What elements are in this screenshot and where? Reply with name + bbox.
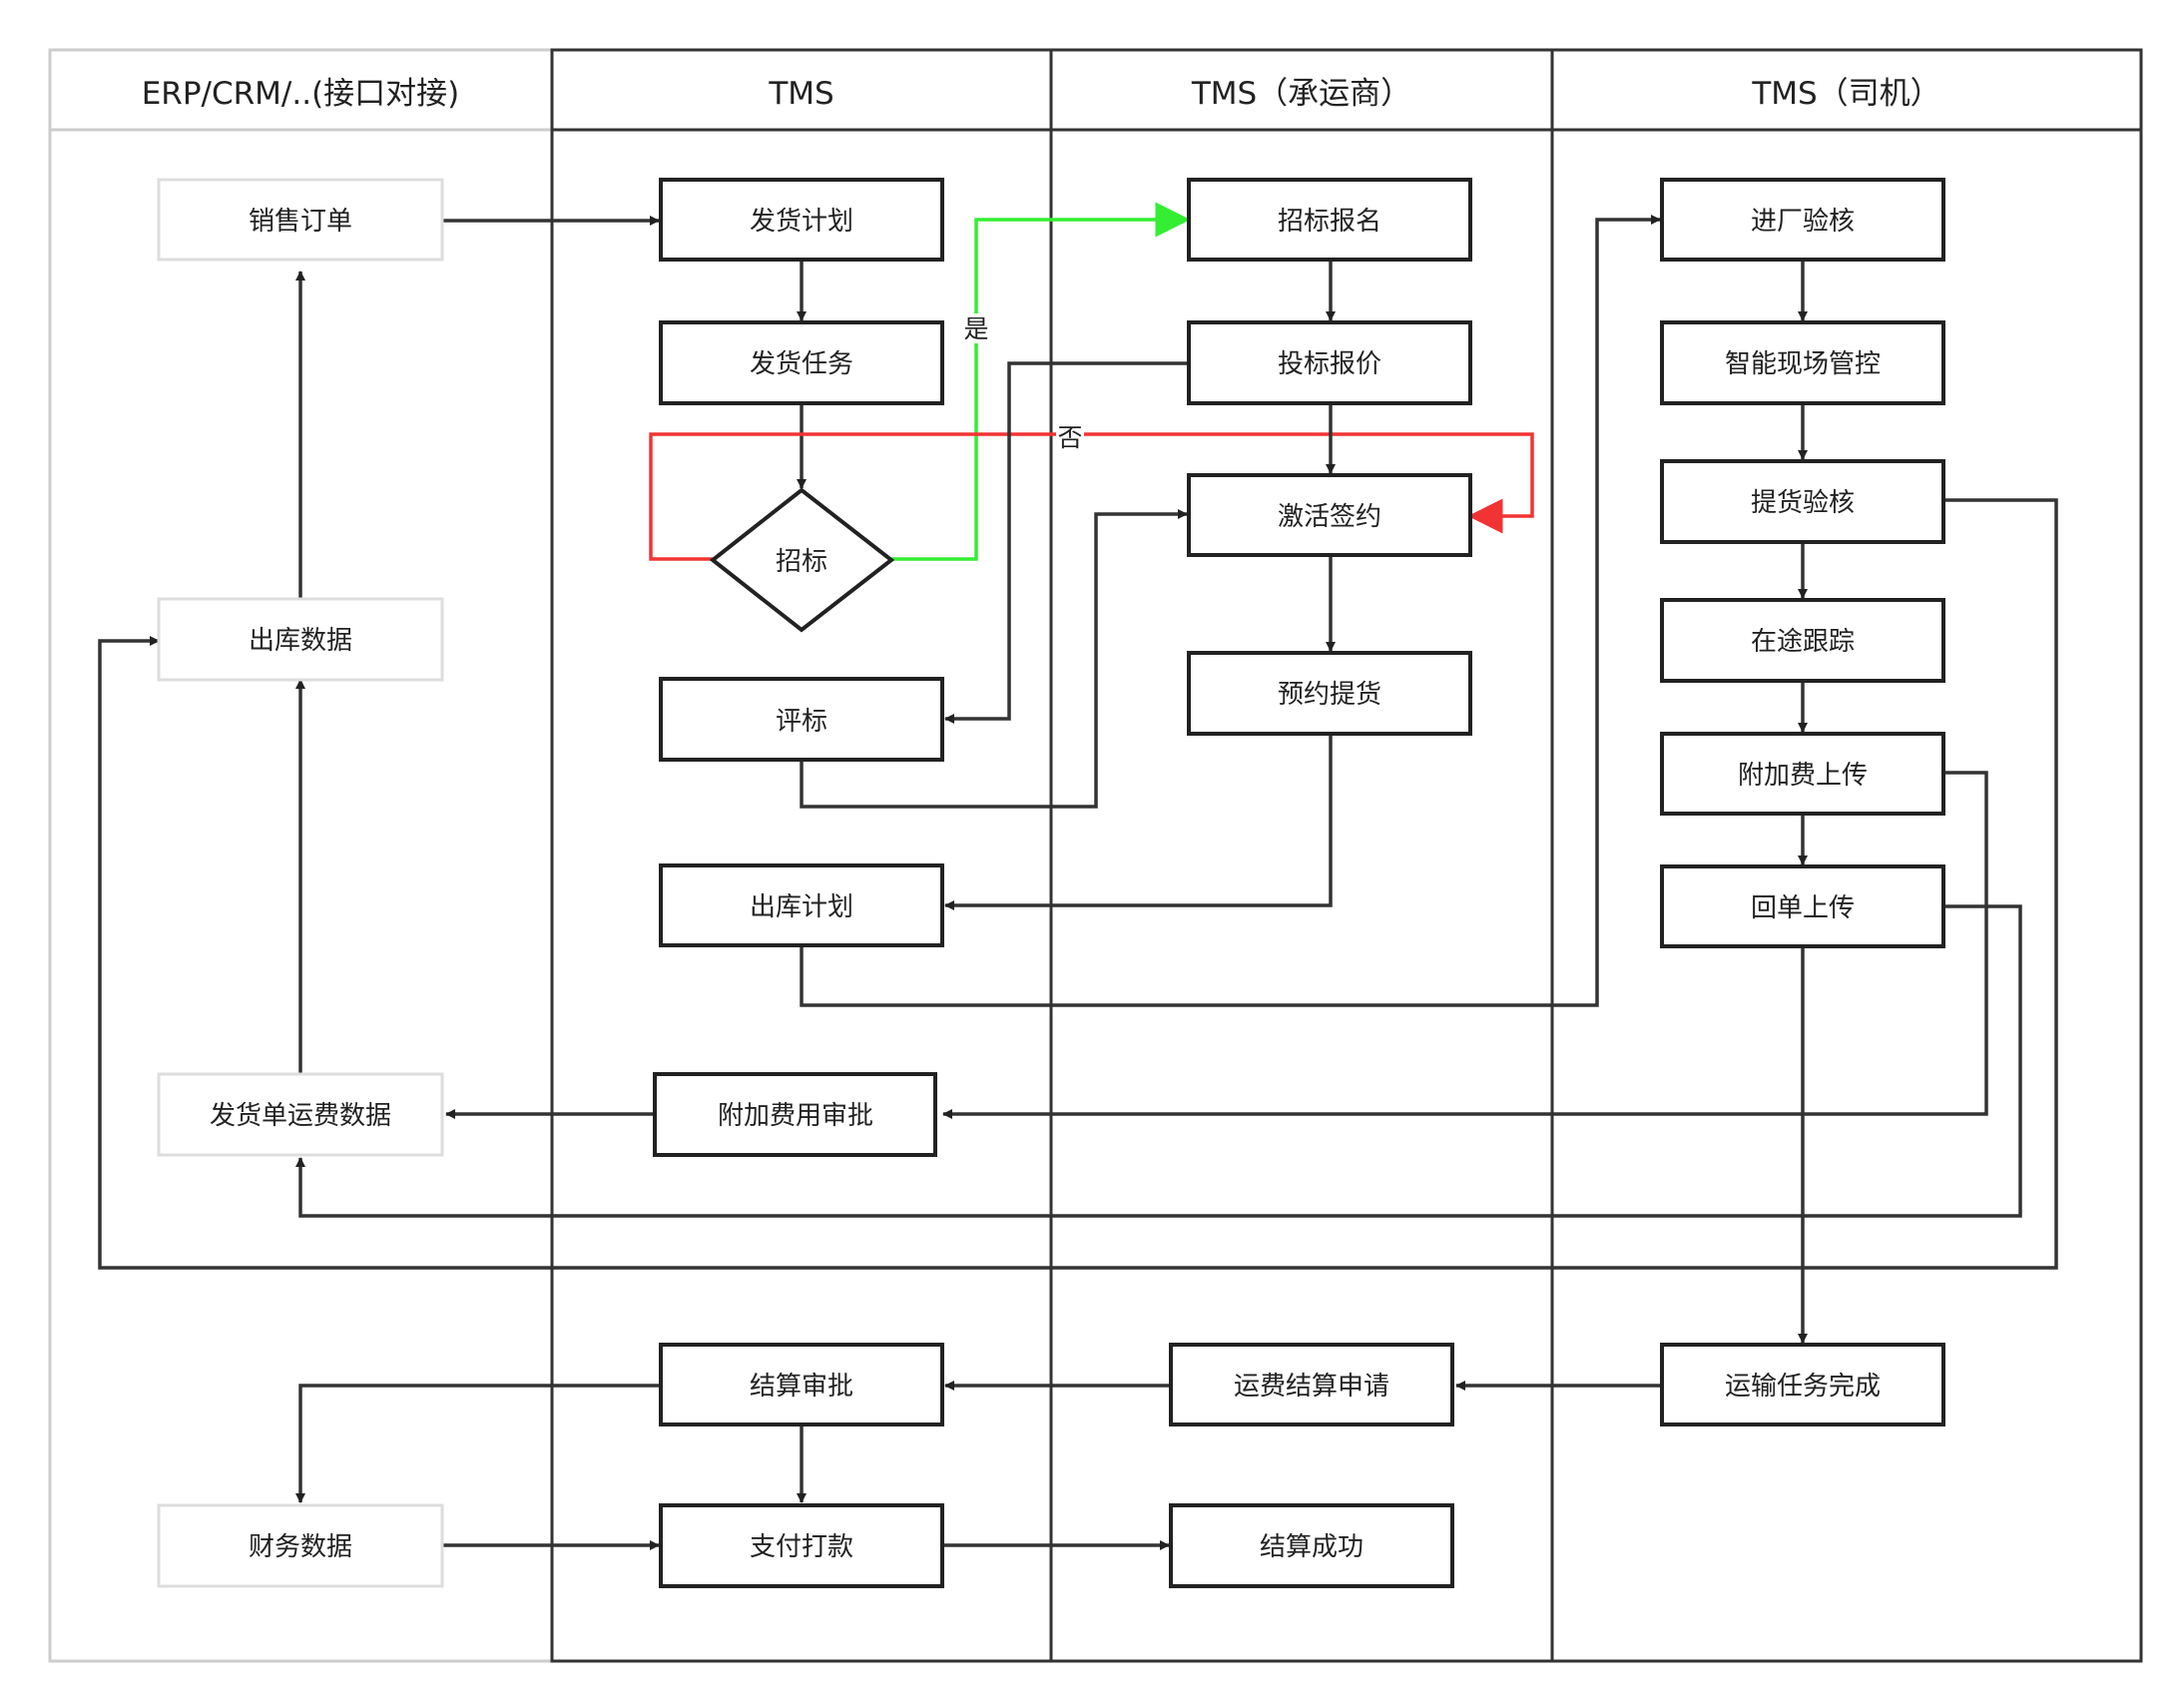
edge-tender-yes-to-signup (891, 202, 1191, 561)
svg-text:评标: 评标 (776, 707, 827, 737)
svg-text:否: 否 (1057, 423, 1082, 452)
node-site-control: 智能现场管控 (1660, 320, 1945, 405)
edge-label-no: 否 (1056, 422, 1084, 452)
svg-text:智能现场管控: 智能现场管控 (1725, 349, 1881, 379)
lane-title-carrier: TMS（承运商） (1191, 76, 1411, 112)
node-bid-signup: 招标报名 (1187, 178, 1472, 262)
svg-text:出库数据: 出库数据 (249, 626, 352, 656)
node-settle-success: 结算成功 (1169, 1503, 1454, 1588)
svg-text:招标: 招标 (776, 547, 827, 577)
node-task-complete: 运输任务完成 (1660, 1343, 1945, 1426)
node-gate-check: 进厂验核 (1660, 178, 1945, 262)
svg-text:发货任务: 发货任务 (750, 349, 853, 379)
svg-text:附加费上传: 附加费上传 (1738, 761, 1868, 791)
edge-tender-no-to-activate (649, 432, 1534, 561)
edge-pickup-to-outbound-data (98, 498, 2058, 1270)
node-tender-decision: 招标 (709, 487, 895, 633)
node-finance-data: 财务数据 (157, 1503, 444, 1588)
node-freight-data: 发货单运费数据 (157, 1072, 444, 1157)
svg-text:结算审批: 结算审批 (750, 1372, 853, 1402)
svg-text:回单上传: 回单上传 (1751, 893, 1855, 923)
node-outbound-data: 出库数据 (157, 597, 444, 682)
lane-title-tms: TMS (768, 76, 833, 112)
svg-text:在途跟踪: 在途跟踪 (1751, 627, 1855, 657)
lane-title-erp: ERP/CRM/..(接口对接) (142, 76, 460, 112)
svg-text:运费结算申请: 运费结算申请 (1234, 1372, 1389, 1402)
node-surcharge-approval: 附加费用审批 (653, 1072, 937, 1157)
node-evaluation: 评标 (659, 677, 944, 762)
svg-text:发货计划: 发货计划 (750, 207, 853, 237)
node-bid-quote: 投标报价 (1187, 320, 1472, 405)
node-receipt-upload: 回单上传 (1660, 864, 1945, 948)
edge-settle-approval-to-finance (295, 1384, 659, 1503)
node-settle-approval: 结算审批 (659, 1343, 944, 1426)
edge-appointment-to-outbound-plan (944, 734, 1333, 910)
node-payment: 支付打款 (659, 1503, 944, 1588)
edge-outbound-plan-to-gate (800, 215, 1661, 1007)
node-ship-plan: 发货计划 (659, 178, 944, 262)
svg-text:财务数据: 财务数据 (249, 1532, 352, 1562)
svg-text:预约提货: 预约提货 (1278, 680, 1381, 710)
svg-text:运输任务完成: 运输任务完成 (1725, 1372, 1881, 1402)
edge-quote-to-evaluation (944, 361, 1187, 724)
svg-text:销售订单: 销售订单 (249, 207, 352, 237)
connectors (98, 202, 2058, 1550)
node-in-transit: 在途跟踪 (1660, 598, 1945, 683)
lane-title-driver: TMS（司机） (1751, 76, 1940, 112)
node-activate-contract: 激活签约 (1187, 473, 1472, 557)
swimlane-frame (48, 48, 2143, 1663)
node-pickup-appointment: 预约提货 (1187, 651, 1472, 736)
svg-text:投标报价: 投标报价 (1278, 349, 1381, 379)
svg-text:进厂验核: 进厂验核 (1751, 207, 1855, 237)
svg-text:附加费用审批: 附加费用审批 (718, 1101, 873, 1131)
edge-evaluation-to-activate (800, 509, 1188, 809)
node-surcharge-upload: 附加费上传 (1660, 732, 1945, 816)
edge-surcharge-to-approval (942, 771, 1988, 1119)
svg-text:出库计划: 出库计划 (750, 892, 853, 922)
node-sales-order: 销售订单 (157, 178, 444, 262)
node-pickup-check: 提货验核 (1660, 459, 1945, 544)
edge-receipt-to-freight-data (295, 904, 2022, 1218)
svg-text:招标报名: 招标报名 (1278, 207, 1381, 237)
svg-text:结算成功: 结算成功 (1260, 1532, 1364, 1562)
svg-text:提货验核: 提货验核 (1751, 488, 1855, 518)
edge-label-yes: 是 (962, 313, 990, 343)
node-freight-settle-apply: 运费结算申请 (1169, 1343, 1454, 1426)
svg-text:激活签约: 激活签约 (1278, 502, 1381, 532)
node-ship-task: 发货任务 (659, 320, 944, 405)
svg-text:支付打款: 支付打款 (750, 1532, 853, 1562)
svg-text:发货单运费数据: 发货单运费数据 (210, 1101, 391, 1131)
node-outbound-plan: 出库计划 (659, 863, 944, 947)
svg-text:是: 是 (963, 314, 988, 343)
